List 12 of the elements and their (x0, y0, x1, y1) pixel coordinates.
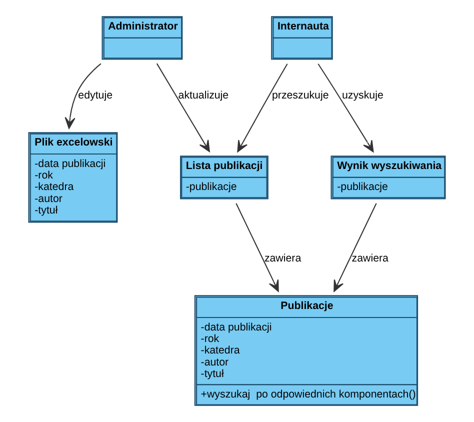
edge-label: edytuje (78, 90, 113, 102)
arrow (334, 203, 377, 292)
arrow (237, 64, 288, 152)
arrow (318, 64, 374, 152)
edge-label: przeszukuje (272, 90, 329, 102)
arrow (236, 203, 279, 292)
edge-label: uzyskuje (342, 90, 384, 102)
arrow (156, 63, 210, 152)
edge-label: aktualizuje (178, 90, 229, 102)
edge-label: zawiera (264, 252, 302, 265)
arrow (64, 63, 102, 129)
edge-label: zawiera (352, 252, 388, 265)
